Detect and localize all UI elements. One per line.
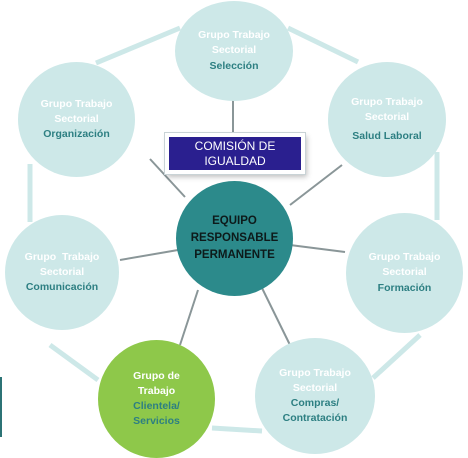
node-comunicacion: Grupo Trabajo Sectorial Comunicación: [5, 215, 119, 330]
node-line: Organización: [43, 128, 110, 141]
node-line: Salud Laboral: [352, 130, 422, 143]
node-compras: Grupo Trabajo Sectorial Compras/ Contrat…: [255, 338, 375, 454]
node-line: Grupo Trabajo: [40, 97, 113, 110]
left-edge-mark: [0, 377, 2, 437]
comision-line: COMISIÓN DE: [194, 139, 276, 154]
node-line: Sectorial: [211, 44, 257, 57]
node-line: Clientela/: [133, 400, 180, 412]
node-line: Grupo Trabajo: [279, 366, 351, 379]
node-line: Sectorial: [292, 381, 338, 394]
node-line: Selección: [209, 59, 259, 72]
center-line: RESPONSABLE: [190, 231, 279, 244]
comision-line: IGUALDAD: [204, 153, 266, 168]
spoke-line: [289, 164, 343, 206]
node-line: Comunicación: [25, 281, 99, 294]
spoke-line: [261, 287, 291, 346]
center-line: PERMANENTE: [194, 249, 275, 262]
node-clientela: Grupo de Trabajo Clientela/ Servicios: [98, 340, 215, 458]
node-line: Sectorial: [39, 265, 85, 278]
node-salud-laboral: Grupo Trabajo Sectorial Salud Laboral: [328, 62, 446, 177]
spoke-line: [179, 289, 199, 346]
node-line: Grupo Trabajo: [24, 250, 100, 263]
ring-connector: [48, 342, 100, 383]
node-line: Grupo Trabajo: [351, 95, 423, 108]
spoke-line: [149, 158, 186, 198]
node-formacion: Grupo Trabajo Sectorial Formación: [346, 213, 463, 333]
node-line: Grupo de: [133, 369, 180, 382]
node-line: Formación: [377, 281, 432, 294]
node-seleccion: Grupo Trabajo Sectorial Selección: [175, 1, 293, 101]
node-line: Grupo Trabajo: [198, 29, 270, 42]
node-line: Trabajo: [137, 384, 176, 397]
spoke-line: [289, 244, 346, 253]
center-line: EQUIPO: [212, 214, 257, 227]
spoke-line: [119, 249, 179, 261]
ring-connector: [286, 25, 360, 65]
ring-connector: [95, 25, 181, 66]
center-node-equipo: EQUIPO RESPONSABLE PERMANENTE: [176, 181, 293, 296]
ring-connector: [371, 333, 422, 380]
node-line: Sectorial: [382, 266, 427, 279]
node-line: Servicios: [133, 415, 180, 428]
comision-label: COMISIÓN DE IGUALDAD: [169, 137, 301, 170]
ring-connector: [211, 425, 263, 434]
node-line: Sectorial: [364, 110, 410, 123]
node-line: Grupo Trabajo: [368, 251, 441, 264]
node-organizacion: Grupo Trabajo Sectorial Organización: [18, 62, 135, 177]
comision-igualdad-box: COMISIÓN DE IGUALDAD: [165, 133, 305, 174]
node-line: Contratación: [282, 412, 348, 425]
node-line: Compras/: [290, 397, 340, 409]
node-line: Sectorial: [54, 112, 99, 125]
